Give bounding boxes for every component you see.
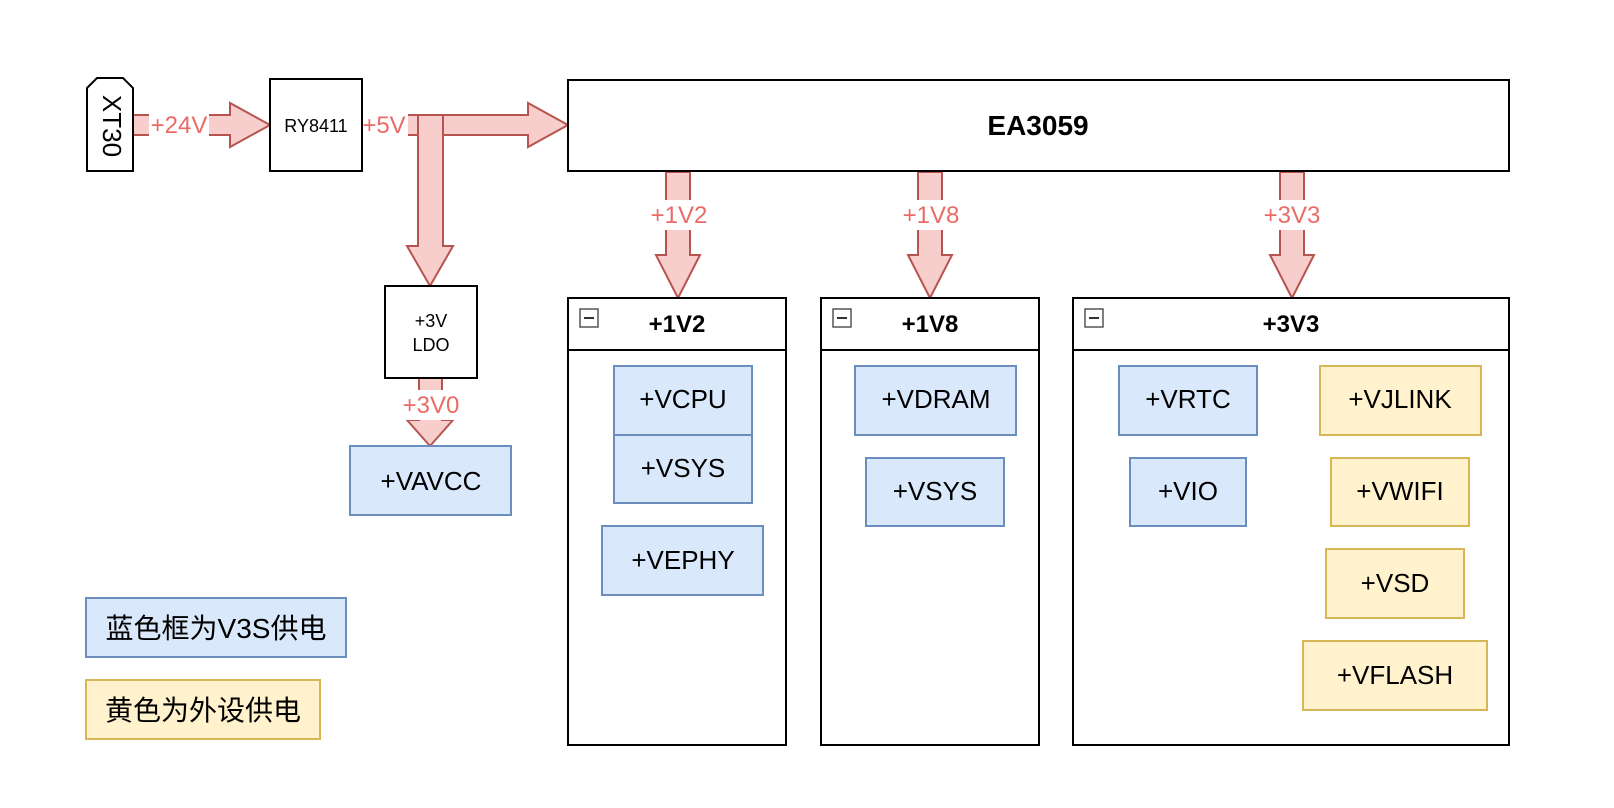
vflash-label: +VFLASH [1337,660,1453,690]
collapse-3v3-icon[interactable] [1084,308,1104,328]
edge-label-1v8: +1V8 [903,202,960,229]
vwifi-box [1330,457,1470,527]
legend-yellow-box [85,679,321,740]
vsys-1v8-label: +VSYS [893,476,978,506]
xt30-connector [86,77,134,172]
group-1v8: +1V8 +VDRAM +VSYS [820,297,1040,746]
vavcc-box [349,445,512,516]
vjlink-box [1319,365,1482,436]
legend-yellow-label: 黄色为外设供电 [105,695,301,726]
vsd-box [1325,548,1465,619]
arrow-1v2 [654,171,702,301]
vwifi-label: +VWIFI [1356,476,1443,506]
group-3v3-title: +3V3 [1263,311,1320,338]
group-3v3: +3V3 +VRTC +VIO +VJLINK +VWIFI +VSD +VFL… [1072,297,1510,746]
xt30-label: XT30 [97,95,127,157]
collapse-1v8-icon[interactable] [832,308,852,328]
ea3059-box [567,79,1510,172]
legend-blue-label: 蓝色框为V3S供电 [106,613,327,644]
vio-label: +VIO [1158,476,1218,506]
vsys-1v2-box [613,434,753,504]
group-1v8-title: +1V8 [902,311,959,338]
vavcc-label: +VAVCC [381,466,482,496]
vephy-label: +VEPHY [631,545,734,575]
edge-label-1v2: +1V2 [651,202,708,229]
arrow-3v3 [1268,171,1316,301]
edge-label-24v: +24V [151,112,208,139]
legend-blue-box [85,597,347,658]
edge-label-5v: +5V [362,112,405,139]
vrtc-box [1118,365,1258,436]
vio-box [1129,457,1247,527]
vrtc-label: +VRTC [1145,384,1231,414]
vsys-1v2-label: +VSYS [641,453,726,483]
vdram-box [854,365,1017,436]
vdram-label: +VDRAM [881,384,990,414]
vephy-box [601,525,764,596]
arrow-1v8 [906,171,954,301]
ldo-label-line1: +3V [415,311,448,331]
vcpu-box [613,365,753,436]
ry8411-box [269,78,363,172]
collapse-1v2-icon[interactable] [579,308,599,328]
ldo-box [384,285,478,379]
group-1v2: +1V2 +VCPU +VSYS +VEPHY [567,297,787,746]
vcpu-label: +VCPU [639,384,726,414]
vjlink-label: +VJLINK [1348,384,1452,414]
vsd-label: +VSD [1361,568,1430,598]
vflash-box [1302,640,1488,711]
ry8411-label: RY8411 [284,116,347,136]
edge-label-3v0: +3V0 [403,392,460,419]
ea3059-label: EA3059 [987,110,1088,141]
arrow-5v-to-ldo [405,114,455,289]
vsys-1v8-box [865,457,1005,527]
group-1v2-title: +1V2 [649,311,706,338]
edge-label-3v3: +3V3 [1264,202,1321,229]
ldo-label-line2: LDO [412,335,449,355]
